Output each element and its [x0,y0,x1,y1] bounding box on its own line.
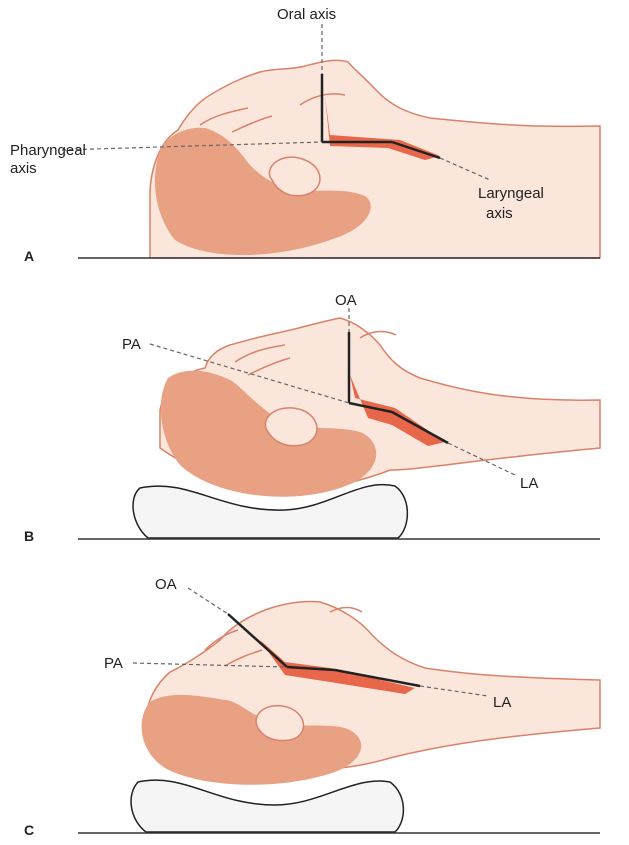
panel-a [62,24,600,258]
pharyngeal-axis-label-a-line2: axis [10,160,37,177]
panel-c [78,588,600,833]
panel-b [78,308,600,539]
panel-letter-a: A [24,248,34,264]
laryngeal-axis-label-c: LA [493,694,511,711]
laryngeal-axis-label-b: LA [520,475,538,492]
pharyngeal-axis-label-c: PA [104,655,123,672]
oral-axis-label-a: Oral axis [277,6,336,23]
pharyngeal-axis-label-a-line1: Pharyngeal [10,142,86,159]
panel-letter-c: C [24,822,34,838]
pharyngeal-axis-label-b: PA [122,336,141,353]
oral-axis-dashed-c [188,588,228,614]
panel-letter-b: B [24,528,34,544]
pillow-panel-c [131,780,403,832]
oral-axis-label-b: OA [335,292,357,309]
oral-axis-label-c: OA [155,576,177,593]
laryngeal-axis-label-a-line1: Laryngeal [478,185,544,202]
laryngeal-axis-label-a-line2: axis [486,205,513,222]
